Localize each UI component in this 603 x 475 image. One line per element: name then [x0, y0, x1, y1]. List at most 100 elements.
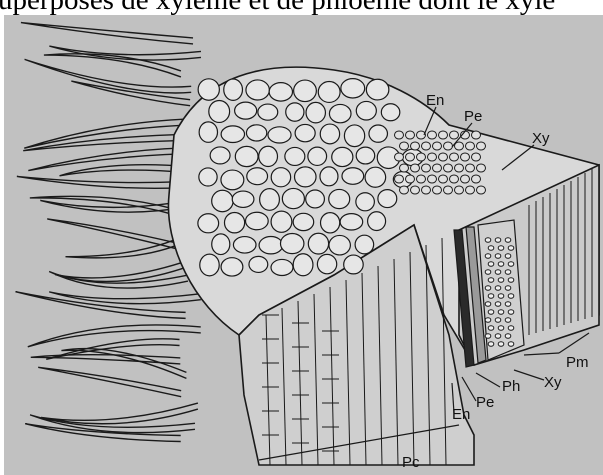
xylem-pit: [495, 254, 501, 258]
label-pe-top: Pe: [464, 108, 482, 125]
root-hair: [17, 176, 181, 188]
cortex-cell: [368, 212, 386, 231]
cortex-cell: [293, 254, 313, 276]
label-pc: Pc: [402, 454, 420, 471]
cortex-cell: [246, 80, 269, 100]
stele-cell: [417, 153, 426, 161]
cortex-cell: [268, 127, 291, 143]
cortex-cell: [344, 255, 364, 274]
cortex-cell: [280, 233, 303, 253]
stele-cell: [472, 153, 481, 161]
stele-cell: [400, 142, 409, 150]
caption-text: uperposés de xylème et de phloème dont l…: [0, 0, 603, 16]
cortex-cell: [232, 191, 254, 207]
xylem-pit: [495, 286, 501, 290]
cortex-cell: [212, 234, 230, 255]
xylem-pit: [508, 262, 514, 266]
root-hair: [21, 23, 193, 44]
cortex-cell: [329, 235, 350, 255]
cortex-cell: [340, 214, 363, 230]
cortex-cell: [235, 146, 258, 166]
cortex-cell: [306, 102, 325, 122]
cortex-cell: [285, 147, 305, 165]
label-pe-bottom: Pe: [476, 394, 494, 411]
cortex-cell: [224, 79, 243, 100]
stele-cell: [433, 186, 442, 194]
stele-cell: [400, 164, 409, 172]
xylem-pit: [498, 278, 504, 282]
stele-cell: [395, 131, 404, 139]
label-xy-bottom: Xy: [544, 374, 562, 391]
xylem-pit: [485, 318, 491, 322]
xylem-pit: [495, 270, 501, 274]
cortex-cell: [306, 190, 325, 208]
root-hair: [60, 165, 190, 176]
label-pm: Pm: [566, 354, 589, 371]
xylem-pit: [498, 310, 504, 314]
xylem-pit: [505, 302, 511, 306]
cortex-cell: [317, 254, 336, 273]
cortex-cell: [366, 79, 389, 100]
stele-cell: [433, 164, 442, 172]
cortex-cell: [221, 126, 244, 143]
xylem-pit: [505, 318, 511, 322]
stele-cell: [422, 142, 431, 150]
stele-cell: [433, 142, 442, 150]
cortex-cell: [295, 167, 317, 187]
cortex-cell: [365, 167, 386, 187]
cortex-cell: [308, 147, 327, 165]
cortex-cell: [221, 258, 243, 276]
xylem-pit: [498, 246, 504, 250]
cortex-cell: [344, 125, 364, 147]
cortex-cell: [341, 79, 365, 98]
cortex-cell: [282, 188, 304, 208]
label-en-bottom: En: [452, 406, 470, 423]
stele-cell: [411, 164, 420, 172]
xylem-pit: [495, 318, 501, 322]
cortex-cell: [271, 259, 293, 275]
stele-cell: [428, 131, 437, 139]
label-xy-top: Xy: [532, 130, 550, 147]
cortex-cell: [209, 101, 230, 123]
cortex-cell: [260, 189, 280, 211]
xylem-pit: [485, 270, 491, 274]
cortex-cell: [294, 80, 317, 101]
stele-cell: [400, 186, 409, 194]
cortex-cell: [332, 147, 353, 166]
cortex-cell: [293, 213, 314, 230]
root-hair: [41, 403, 198, 424]
stele-cell: [455, 186, 464, 194]
xylem-pit: [498, 262, 504, 266]
cortex-cell: [198, 214, 219, 233]
cortex-cell: [321, 213, 340, 233]
xylem-pit: [485, 286, 491, 290]
cortex-cell: [356, 193, 375, 211]
stele-cell: [477, 142, 486, 150]
cortex-cell: [308, 233, 328, 254]
stele-cell: [428, 153, 437, 161]
cortex-cell: [269, 83, 292, 101]
stele-cell: [477, 186, 486, 194]
stele-cell: [411, 186, 420, 194]
xylem-pit: [508, 294, 514, 298]
cortex-cell: [329, 104, 351, 122]
stele-cell: [472, 131, 481, 139]
stele-cell: [422, 164, 431, 172]
stele-cell: [455, 164, 464, 172]
cortex-cell: [199, 122, 217, 142]
xylem-pit: [508, 310, 514, 314]
stele-cell: [450, 131, 459, 139]
cortex-cell: [320, 124, 339, 144]
cortex-cell: [235, 102, 257, 119]
stele-cell: [395, 175, 404, 183]
stele-cell: [428, 175, 437, 183]
stele-cell: [439, 153, 448, 161]
label-ph: Ph: [502, 378, 520, 395]
root-hair: [49, 272, 188, 289]
xylem-pit: [508, 326, 514, 330]
stele-cell: [417, 175, 426, 183]
cortex-cell: [200, 254, 219, 276]
cortex-cell: [198, 79, 219, 100]
stele-cell: [395, 153, 404, 161]
xylem-pit: [488, 342, 494, 346]
